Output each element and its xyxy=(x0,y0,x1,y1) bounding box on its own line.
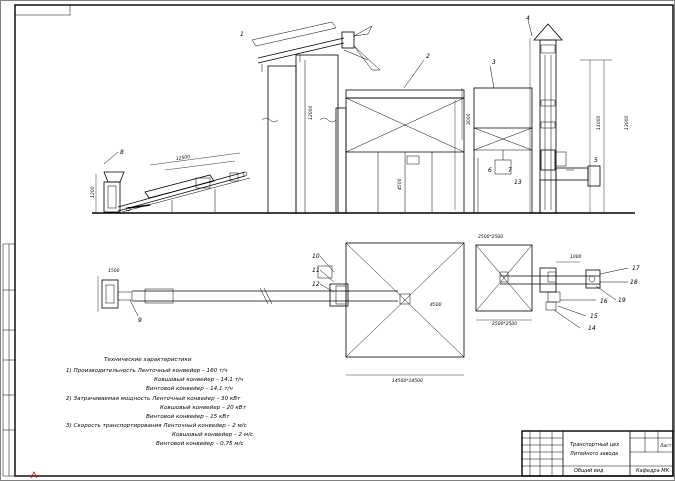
callout-18: 18 xyxy=(630,279,638,286)
dim-plan-width: 14500*14500 xyxy=(392,378,423,384)
plan-belt-conveyor xyxy=(132,265,398,307)
tech-notes: Технические характеристики 1) Производит… xyxy=(66,357,253,447)
tech-line-8: Ковшовый конвейер – 2 м/с xyxy=(172,432,253,438)
dim-feeder: 1200 xyxy=(90,186,96,198)
tech-line-7: 3) Скорость транспортирования Ленточный … xyxy=(66,423,247,429)
callout-8: 8 xyxy=(120,149,124,156)
title-block: Транспортный цех Литейного завода Общий … xyxy=(521,430,674,477)
callout-17: 17 xyxy=(632,265,640,272)
bucket-elevator xyxy=(527,19,612,214)
plan-leaders xyxy=(129,255,629,329)
title-name-line1: Транспортный цех xyxy=(570,442,619,448)
plan-feeder xyxy=(97,276,133,312)
feeder-hopper xyxy=(95,151,125,213)
dim-hopper-side: 4500 xyxy=(397,178,403,190)
tech-line-2: Ковшовый конвейер – 14,1 т/ч xyxy=(154,377,244,383)
callout-6: 6 xyxy=(488,167,492,174)
dim-incline: 12500 xyxy=(175,154,190,162)
callout-10: 10 xyxy=(312,253,320,260)
callout-4: 4 xyxy=(526,15,530,22)
tech-line-9: Винтовой конвейер – 0,75 м/с xyxy=(156,441,244,447)
title-name-line2: Литейного завода xyxy=(569,451,618,457)
dim-small-plan: 2500*2500 xyxy=(492,321,517,327)
dim-plan-top: 2500*2500 xyxy=(478,234,503,240)
title-sheet: Лист xyxy=(659,443,672,449)
callout-13: 13 xyxy=(514,179,522,186)
tech-line-6: Винтовой конвейер – 15 кВт xyxy=(146,414,230,420)
tech-title: Технические характеристики xyxy=(104,357,192,363)
dim-tower: 12000 xyxy=(308,106,314,120)
dim-plan-box: 4500 xyxy=(430,302,442,308)
top-belt-conveyor xyxy=(251,21,381,72)
left-margin-stamp xyxy=(2,243,16,477)
dim-hopper-top: 3000 xyxy=(466,113,472,125)
title-org: Кафедра МК xyxy=(636,468,670,474)
dim-plan-1: 1000 xyxy=(570,254,582,260)
callout-7: 7 xyxy=(508,167,512,174)
plan-small-bunker xyxy=(475,244,533,321)
callout-3: 3 xyxy=(492,59,496,66)
callout-15: 15 xyxy=(590,313,598,320)
red-corner-mark xyxy=(30,471,38,479)
main-tower xyxy=(261,54,347,214)
callout-1: 1 xyxy=(240,31,244,38)
title-doc: Общий вид xyxy=(574,468,604,474)
callout-12: 12 xyxy=(312,281,320,288)
dim-right-inner: 11000 xyxy=(596,116,602,130)
callout-11: 11 xyxy=(312,267,320,274)
dim-plan-2: 1500 xyxy=(108,268,120,274)
inclined-belt-conveyor xyxy=(117,152,251,213)
callout-14: 14 xyxy=(588,325,596,332)
tech-line-4: 2) Затрачиваемая мощность Ленточный конв… xyxy=(66,396,241,402)
small-bunker xyxy=(461,65,533,214)
large-bunker xyxy=(345,59,465,214)
tech-line-5: Ковшовый конвейер – 20 кВт xyxy=(160,405,247,411)
callout-16: 16 xyxy=(600,298,608,305)
tech-line-3: Винтовой конвейер – 14,1 т/ч xyxy=(146,386,233,392)
tech-line-1: 1) Производительность Ленточный конвейер… xyxy=(66,368,228,374)
callout-2: 2 xyxy=(426,53,430,60)
dim-right-outer: 13000 xyxy=(624,116,630,130)
sheet-inner-frame xyxy=(14,4,674,477)
plan-screw-conveyor xyxy=(500,261,601,311)
callout-9: 9 xyxy=(138,317,142,324)
callout-5: 5 xyxy=(594,157,598,164)
corner-stamp-box xyxy=(14,4,71,16)
plan-large-bunker xyxy=(345,242,465,376)
callout-19: 19 xyxy=(618,297,626,304)
